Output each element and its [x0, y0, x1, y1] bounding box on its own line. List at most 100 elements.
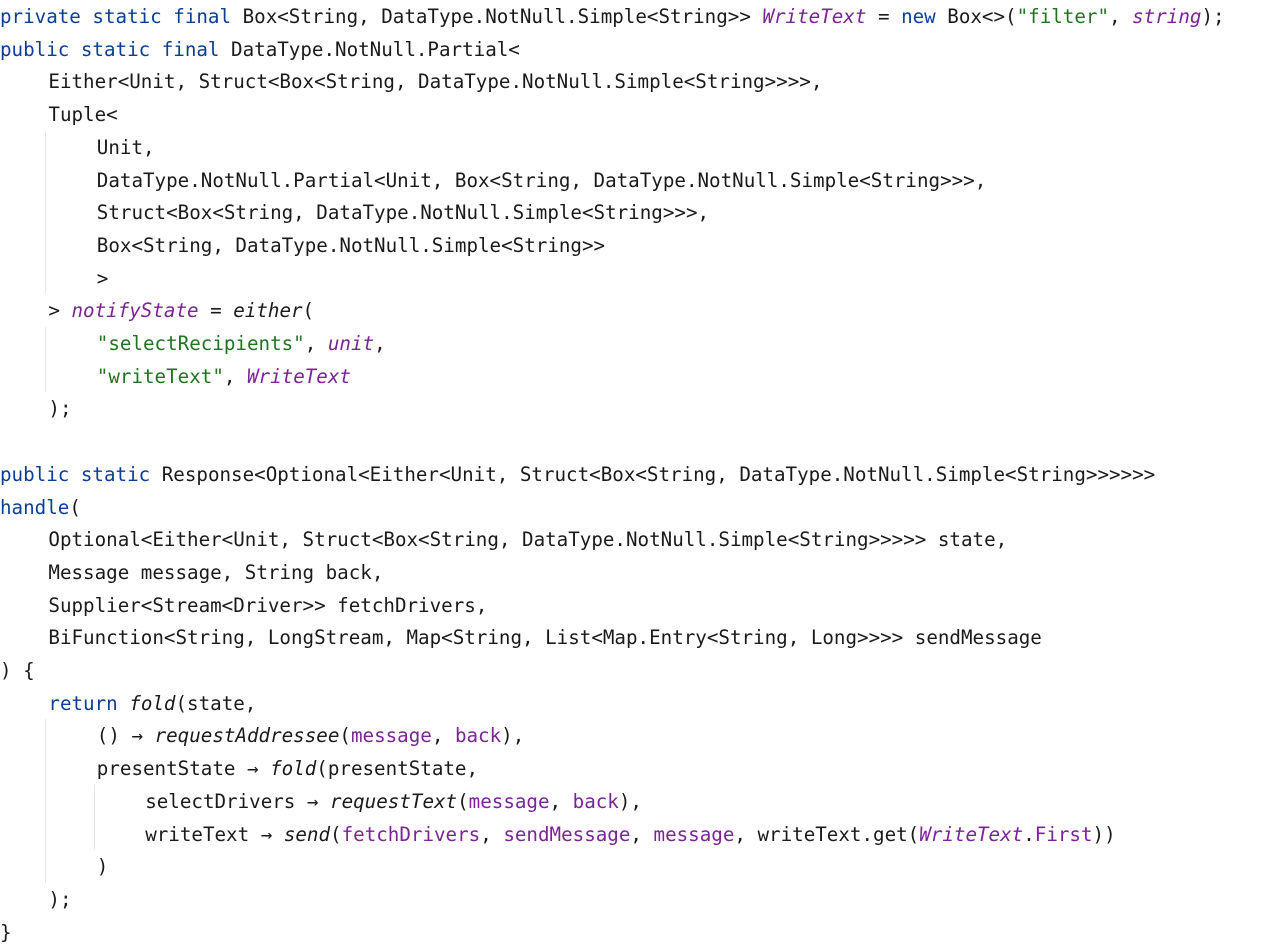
- code-token: ): [96, 855, 109, 879]
- code-token: =: [198, 299, 234, 323]
- code-line[interactable]: >: [97, 262, 109, 295]
- code-token: ,: [549, 789, 573, 813]
- code-token: Struct<Box<String, DataType.NotNull.Simp…: [96, 201, 710, 225]
- code-token: WriteText: [246, 364, 351, 388]
- code-token: DataType.NotNull.Partial<Unit, Box<Strin…: [96, 168, 987, 192]
- code-token: (: [302, 299, 315, 323]
- code-token: (: [69, 495, 81, 519]
- code-token: public static final: [0, 37, 220, 61]
- code-line[interactable]: Either<Unit, Struct<Box<String, DataType…: [48, 65, 822, 98]
- code-line[interactable]: > notifyState = either(: [48, 294, 314, 327]
- code-token: ,: [374, 332, 386, 355]
- code-token: message: [350, 724, 432, 748]
- indent-guide: [45, 130, 47, 295]
- code-token: );: [1201, 5, 1225, 28]
- code-token: "filter": [1016, 5, 1110, 28]
- code-line[interactable]: Supplier<Stream<Driver>> fetchDrivers,: [48, 589, 487, 622]
- code-token: Supplier<Stream<Driver>> fetchDrivers,: [48, 593, 488, 617]
- code-token: requestAddressee: [154, 724, 340, 748]
- code-line[interactable]: Box<String, DataType.NotNull.Simple<Stri…: [97, 229, 605, 262]
- code-line[interactable]: private static final Box<String, DataTyp…: [0, 0, 1225, 33]
- code-line[interactable]: }: [0, 916, 12, 949]
- code-token: () →: [96, 724, 155, 748]
- code-token: , writeText.get(: [734, 822, 920, 846]
- code-token: ),: [501, 724, 525, 748]
- code-token: (: [457, 789, 469, 813]
- code-line[interactable]: Optional<Either<Unit, Struct<Box<String,…: [48, 523, 1007, 556]
- code-token: ,: [304, 332, 328, 355]
- code-token: selectDrivers →: [145, 789, 331, 813]
- code-token: =: [866, 5, 902, 28]
- code-line[interactable]: presentState → fold(presentState,: [97, 752, 478, 785]
- code-token: "writeText": [96, 364, 224, 388]
- code-token: unit: [327, 332, 375, 355]
- code-token: (state,: [175, 691, 257, 715]
- code-token: ,: [630, 822, 654, 846]
- indent-guide: [45, 719, 47, 883]
- code-token: Message message, String back,: [48, 560, 384, 584]
- code-line[interactable]: () → requestAddressee(message, back),: [97, 719, 524, 752]
- code-line[interactable]: writeText → send(fetchDrivers, sendMessa…: [145, 818, 1115, 851]
- code-line[interactable]: );: [48, 883, 71, 916]
- code-token: sendMessage: [503, 822, 631, 846]
- code-line[interactable]: selectDrivers → requestText(message, bac…: [145, 785, 642, 818]
- code-line[interactable]: Unit,: [97, 131, 155, 164]
- code-token: fold: [270, 757, 317, 781]
- code-line[interactable]: "selectRecipients", unit,: [97, 327, 386, 360]
- code-token: >: [96, 266, 109, 290]
- code-token: Tuple<: [48, 103, 118, 127]
- indent-guide: [45, 327, 47, 393]
- code-token: Response<Optional<Either<Unit, Struct<Bo…: [150, 462, 1156, 486]
- code-token: Box<String, DataType.NotNull.Simple<Stri…: [231, 5, 763, 28]
- code-line[interactable]: Message message, String back,: [48, 556, 383, 589]
- code-token: );: [48, 887, 72, 911]
- code-token: (: [330, 822, 342, 846]
- code-token: handle: [0, 495, 70, 519]
- code-token: back: [572, 789, 619, 813]
- code-token: }: [0, 920, 12, 944]
- code-token: WriteText: [919, 822, 1024, 846]
- code-token: requestText: [330, 789, 458, 813]
- code-token: First: [1034, 822, 1093, 846]
- code-token: ),: [618, 789, 642, 813]
- code-token: either: [233, 299, 303, 323]
- code-token: ,: [223, 364, 247, 388]
- code-line[interactable]: public static Response<Optional<Either<U…: [0, 458, 1155, 491]
- code-line[interactable]: public static final DataType.NotNull.Par…: [0, 33, 520, 66]
- code-token: "selectRecipients": [96, 332, 305, 355]
- code-token: message: [653, 822, 735, 846]
- code-token: );: [48, 397, 72, 421]
- code-token: back: [454, 724, 502, 748]
- code-line[interactable]: ) {: [0, 654, 35, 687]
- code-line[interactable]: DataType.NotNull.Partial<Unit, Box<Strin…: [97, 164, 987, 197]
- code-line[interactable]: ): [97, 850, 109, 883]
- code-token: return: [48, 691, 118, 715]
- code-token: ,: [1109, 5, 1133, 28]
- code-line[interactable]: handle(: [0, 491, 81, 524]
- code-token: (: [339, 724, 351, 748]
- code-token: (presentState,: [316, 757, 479, 781]
- code-token: )): [1092, 822, 1116, 846]
- code-line[interactable]: "writeText", WriteText: [97, 360, 351, 393]
- code-token: .: [1023, 822, 1035, 846]
- code-token: [118, 692, 130, 715]
- code-line[interactable]: Struct<Box<String, DataType.NotNull.Simp…: [97, 196, 709, 229]
- code-token: Either<Unit, Struct<Box<String, DataType…: [48, 70, 823, 94]
- code-token: fetchDrivers: [341, 822, 481, 846]
- code-token: BiFunction<String, LongStream, Map<Strin…: [48, 626, 1042, 650]
- code-token: notifyState: [71, 299, 199, 323]
- code-line[interactable]: return fold(state,: [48, 687, 256, 720]
- code-token: writeText →: [145, 822, 284, 846]
- code-token: Optional<Either<Unit, Struct<Box<String,…: [48, 528, 1008, 552]
- code-token: string: [1132, 5, 1202, 28]
- code-line[interactable]: );: [48, 392, 71, 425]
- code-line[interactable]: BiFunction<String, LongStream, Map<Strin…: [48, 621, 1041, 654]
- code-token: DataType.NotNull.Partial<: [219, 37, 520, 61]
- code-token: new: [901, 5, 936, 28]
- code-token: Box<String, DataType.NotNull.Simple<Stri…: [96, 233, 606, 257]
- code-token: send: [283, 822, 331, 846]
- code-token: public static: [0, 462, 151, 486]
- code-line[interactable]: Tuple<: [48, 98, 117, 131]
- code-token: presentState →: [96, 757, 271, 781]
